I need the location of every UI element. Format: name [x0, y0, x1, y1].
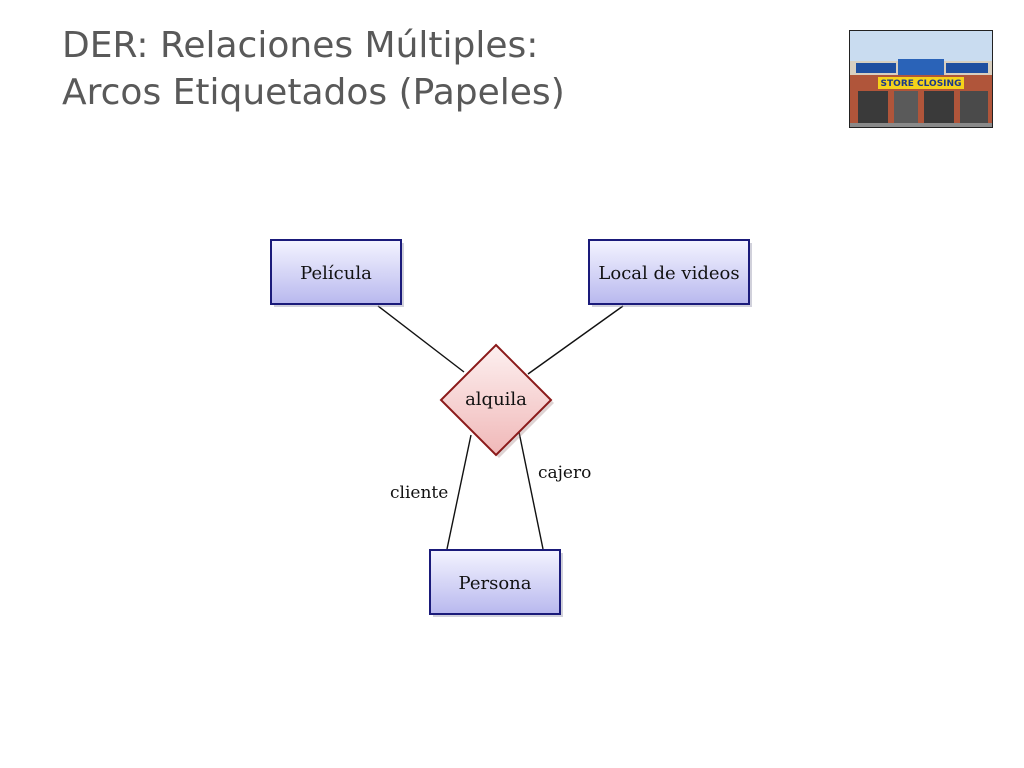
role-label-cliente: cliente [390, 483, 448, 503]
edge-cliente [446, 434, 472, 550]
store-sign-text: STORE CLOSING [881, 79, 962, 89]
role-label-cajero: cajero [538, 463, 591, 483]
store-photo-illustration: STORE CLOSING [850, 31, 992, 127]
slide-title-line-1: DER: Relaciones Múltiples: [62, 25, 539, 66]
entity-local-label: Local de videos [598, 263, 739, 284]
relationship-alquila-label: alquila [465, 389, 527, 410]
entity-pelicula-label: Película [300, 263, 372, 284]
entity-persona-label: Persona [459, 573, 532, 594]
entity-local-de-videos: Local de videos [588, 239, 752, 307]
edge-pelicula-alquila [377, 305, 465, 373]
entity-pelicula: Película [270, 239, 404, 307]
store-closing-photo: STORE CLOSING [849, 30, 993, 128]
edge-cajero [518, 431, 544, 550]
edge-local-alquila [527, 305, 624, 375]
entity-persona: Persona [429, 549, 563, 617]
slide-title-line-2: Arcos Etiquetados (Papeles) [62, 72, 565, 113]
slide-title: DER: Relaciones Múltiples: Arcos Etiquet… [62, 22, 565, 116]
relationship-alquila: alquila [439, 343, 554, 458]
